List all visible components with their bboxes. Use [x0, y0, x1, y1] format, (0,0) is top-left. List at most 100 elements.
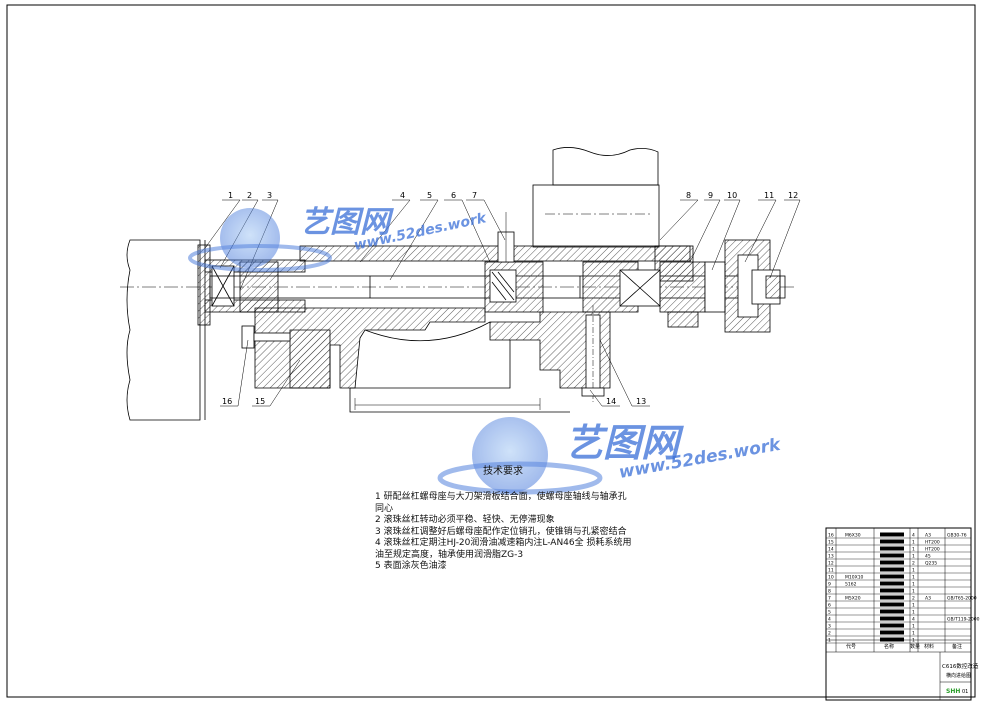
bom-cell-no: 8 [828, 589, 831, 595]
taper-pin [581, 305, 605, 402]
technical-note: 2 滚珠丝杠转动必须平稳、轻快、无停滞现象 [375, 515, 555, 525]
bom-cell-code: 5162 [845, 582, 857, 588]
part-label: 2 [247, 191, 252, 200]
part-number-labels: 1 2 3 4 5 6 7 8 9 10 11 12 13 14 15 16 [222, 191, 798, 406]
coupling-handwheel [704, 239, 781, 333]
bom-cell-no: 5 [828, 610, 831, 616]
bom-redacted-name [880, 602, 904, 607]
technical-note: 4 滚珠丝杠定期注HJ-20润滑油减速箱内注L-AN46全 损耗系统用油至规定高… [375, 538, 632, 560]
part-label: 6 [451, 191, 456, 200]
bom-cell-qty: 2 [912, 596, 915, 602]
header-name: 名称 [884, 643, 894, 650]
bom-cell-qty: 1 [912, 603, 915, 609]
bom-cell-no: 7 [828, 596, 831, 602]
bom-redacted-name [880, 532, 904, 537]
bom-redacted-name [880, 609, 904, 614]
bom-redacted-name [880, 539, 904, 544]
part-label: 15 [255, 397, 265, 406]
bom-cell-mat: 45 [925, 554, 931, 560]
part-label: 1 [228, 191, 233, 200]
bom-cell-no: 6 [828, 603, 831, 609]
part-label: 16 [222, 397, 232, 406]
bom-cell-qty: 1 [912, 610, 915, 616]
bom-cell-no: 3 [828, 624, 831, 630]
part-label: 4 [400, 191, 405, 200]
header-code: 代号 [846, 643, 856, 650]
technical-notes-list: 1 研配丝杠螺母座与大刀架滑板结合面，使螺母座轴线与轴承孔同心 2 滚珠丝杠转动… [375, 492, 635, 573]
bom-cell-qty: 1 [912, 624, 915, 630]
ball-nut [484, 212, 544, 313]
school-code: SHH [946, 688, 960, 695]
bom-cell-qty: 1 [912, 582, 915, 588]
bom-cell-qty: 4 [912, 617, 915, 623]
left-bed-outline [126, 239, 206, 421]
part-label: 10 [727, 191, 737, 200]
bom-cell-qty: 1 [912, 589, 915, 595]
bom-cell-no: 4 [828, 617, 831, 623]
bom-cell-mat: A3 [925, 596, 931, 602]
watermark-top [188, 208, 332, 272]
bom-redacted-name [880, 637, 904, 642]
bom-redacted-name [880, 546, 904, 551]
part-label: 8 [686, 191, 691, 200]
bom-cell-no: 12 [828, 561, 834, 567]
leader-lines [204, 199, 801, 407]
bom-cell-code: M6X30 [845, 533, 861, 539]
header-note: 备注 [952, 643, 962, 650]
bom-cell-qty: 1 [912, 638, 915, 644]
cross-slide-body [254, 307, 611, 413]
part-label: 3 [267, 191, 272, 200]
bom-redacted-name [880, 553, 904, 558]
bom-cell-qty: 1 [912, 575, 915, 581]
technical-note: 1 研配丝杠螺母座与大刀架滑板结合面，使螺母座轴线与轴承孔同心 [375, 492, 627, 514]
part-label: 12 [788, 191, 798, 200]
bom-redacted-name [880, 567, 904, 572]
bom-cell-no: 2 [828, 631, 831, 637]
bom-cell-mat: HT200 [925, 547, 940, 553]
bom-cell-no: 16 [828, 533, 834, 539]
bom-cell-qty: 4 [912, 533, 915, 539]
drawing-title: C616数控改造 [942, 662, 979, 670]
bom-redacted-name [880, 616, 904, 621]
bom-cell-no: 1 [828, 638, 831, 644]
drawing-frame [6, 4, 976, 698]
bom-redacted-name [880, 588, 904, 593]
technical-note: 5 表面涂灰色油漆 [375, 561, 447, 571]
bom-redacted-name [880, 560, 904, 565]
bom-cell-qty: 2 [912, 561, 915, 567]
bom-cell-no: 13 [828, 554, 834, 560]
bom-cell-mat: HT200 [925, 540, 940, 546]
bom-cell-qty: 1 [912, 631, 915, 637]
dimension-line [354, 398, 541, 410]
technical-note: 3 滚珠丝杠调整好后螺母座配作定位销孔，使锥销与孔紧密结合 [375, 526, 627, 537]
bom-cell-note: GB/T119-2000 [947, 617, 980, 623]
header-mat: 材料 [924, 643, 934, 650]
bom-redacted-name [880, 574, 904, 579]
bom-cell-note: GB30-76 [947, 533, 967, 539]
title-block-headers: 代号 名称 数量 材料 备注 [846, 643, 962, 650]
sheet-number: 01 [962, 689, 968, 695]
bom-cell-no: 11 [828, 568, 834, 574]
bom-redacted-name [880, 581, 904, 586]
watermark-bottom [437, 417, 603, 495]
part-label: 7 [472, 191, 477, 200]
bom-cell-no: 14 [828, 547, 834, 553]
technical-notes-title: 技术要求 [483, 466, 523, 477]
bom-cell-code: M5X20 [845, 596, 861, 602]
hex-bolt [241, 325, 291, 349]
header-qty: 数量 [910, 643, 920, 650]
part-label: 11 [764, 191, 774, 200]
bom-cell-mat: Q235 [925, 561, 937, 567]
stepper-motor [532, 147, 660, 248]
part-label: 13 [636, 397, 646, 406]
watermark-cn-bottom: 艺图网 [565, 421, 684, 465]
watermark-cn-top: 艺图网 [300, 205, 394, 240]
bom-cell-qty: 1 [912, 547, 915, 553]
bom-cell-no: 9 [828, 582, 831, 588]
bom-cell-mat: A3 [925, 533, 931, 539]
bom-cell-code: M10X10 [845, 575, 864, 581]
bom-cell-qty: 1 [912, 540, 915, 546]
drawing-subtitle: 横向进给图 [946, 672, 971, 679]
